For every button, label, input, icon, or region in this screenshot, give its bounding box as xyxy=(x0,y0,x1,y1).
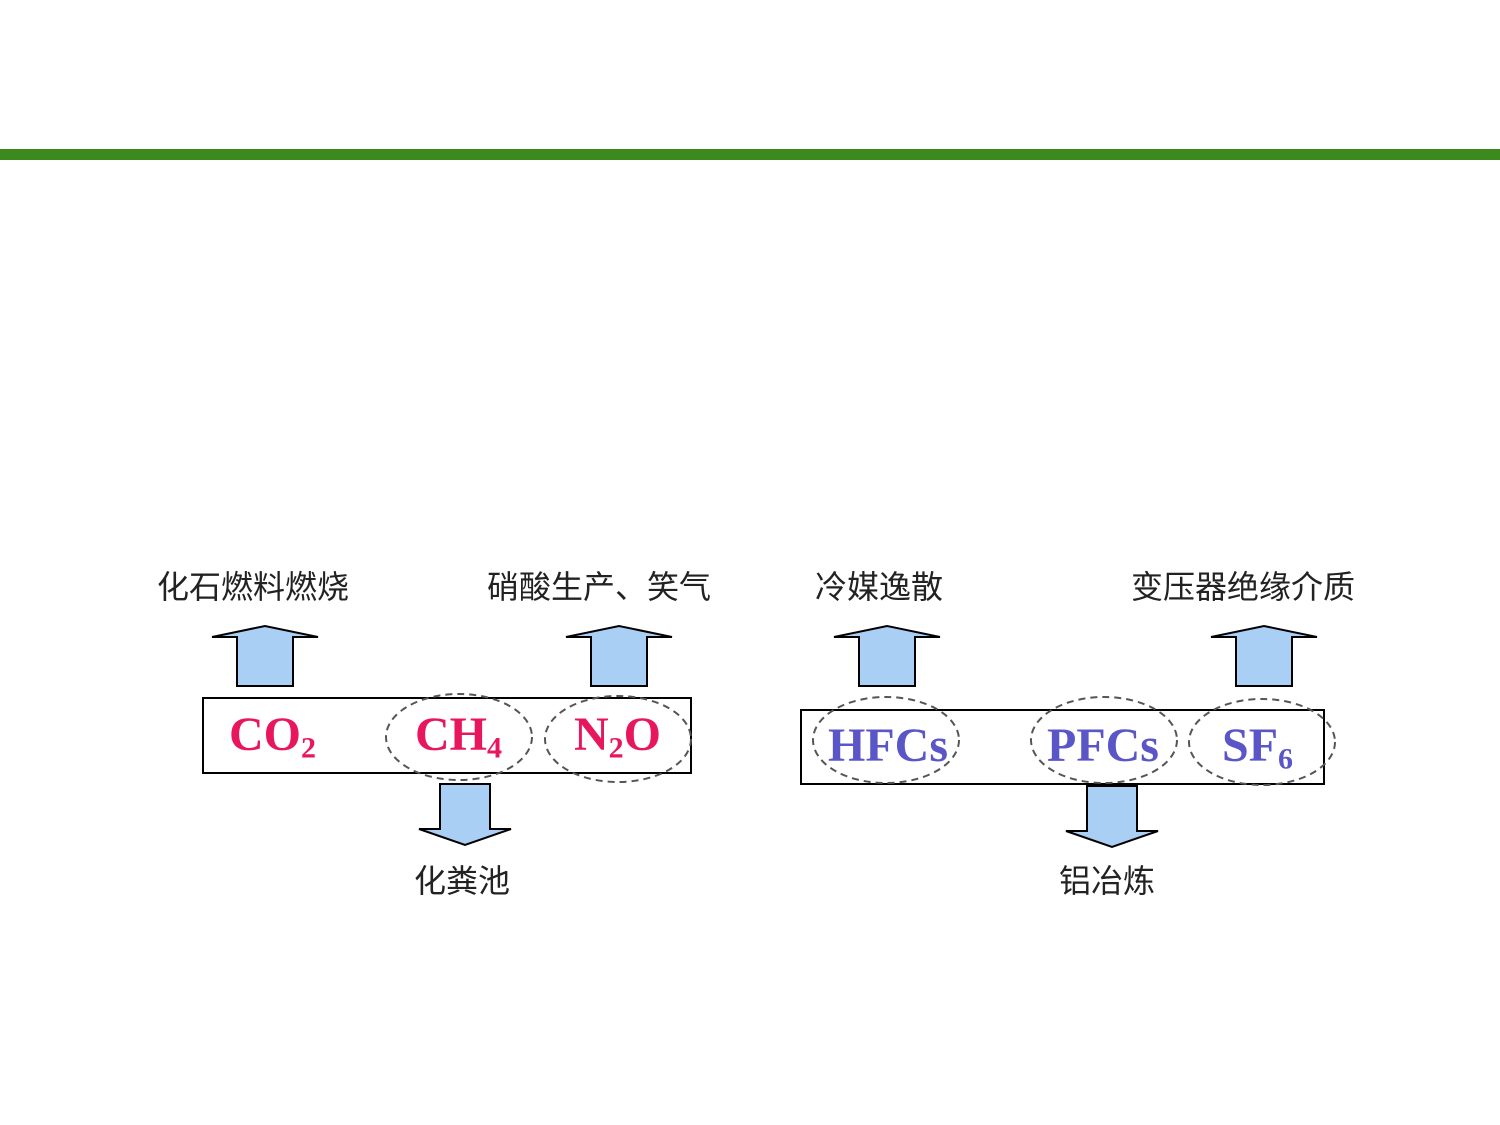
up-arrow-fossil xyxy=(211,624,319,687)
gas-ch4: CH4 xyxy=(415,708,502,765)
gas-sf6: SF6 xyxy=(1222,719,1294,776)
gas-box-group1 xyxy=(202,697,692,774)
gas-hfcs: HFCs xyxy=(828,719,948,772)
gas-pfcs: PFCs xyxy=(1047,719,1159,772)
source-label-aluminum-smelting: 铝冶炼 xyxy=(1059,862,1156,900)
up-arrow-transformer xyxy=(1210,624,1318,687)
gas-box-group2 xyxy=(800,709,1325,785)
source-label-refrigerant: 冷媒逸散 xyxy=(815,568,944,606)
highlight-ellipse-n2o xyxy=(544,695,692,783)
top-divider-bar xyxy=(0,149,1500,160)
down-arrow-septic xyxy=(418,783,512,847)
highlight-ellipse-sf6 xyxy=(1188,698,1336,786)
down-arrow-aluminum xyxy=(1065,785,1159,849)
highlight-ellipse-ch4 xyxy=(385,693,533,781)
source-label-septic-tank: 化粪池 xyxy=(414,862,511,900)
source-label-nitric-acid: 硝酸生产、笑气 xyxy=(487,568,712,606)
up-arrow-nitric xyxy=(565,624,673,687)
source-label-transformer-insulation: 变压器绝缘介质 xyxy=(1131,568,1356,606)
source-label-fossil-fuel: 化石燃料燃烧 xyxy=(157,568,350,606)
up-arrow-refrigerant xyxy=(833,624,941,687)
highlight-ellipse-hfcs xyxy=(812,696,960,784)
gas-co2: CO2 xyxy=(229,708,316,765)
highlight-ellipse-pfcs xyxy=(1030,696,1178,784)
gas-n2o: N2O xyxy=(574,708,662,765)
